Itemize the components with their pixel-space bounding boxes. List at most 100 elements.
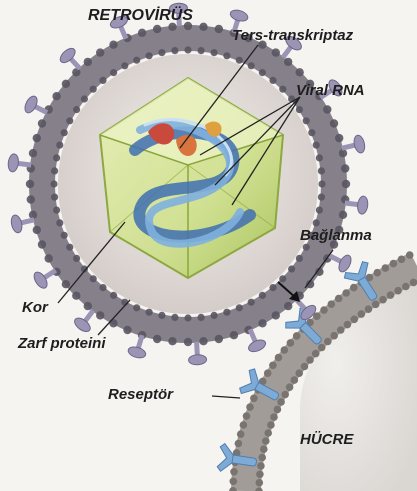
lipid-head: [153, 25, 161, 33]
cell-lipid-head: [246, 403, 254, 411]
lipid-head: [303, 244, 310, 251]
lipid-head: [215, 25, 223, 33]
lipid-head: [269, 77, 276, 84]
spike-head: [188, 354, 207, 365]
label-viral-rna: Viral RNA: [296, 83, 365, 98]
lipid-head: [72, 68, 80, 76]
cell-lipid-head: [287, 339, 295, 347]
cell-lipid-head: [330, 332, 338, 340]
lipid-head: [168, 337, 176, 345]
lipid-head: [61, 129, 68, 136]
lipid-head: [211, 49, 218, 56]
lipid-head: [296, 106, 303, 113]
lipid-head: [313, 219, 320, 226]
spike-head: [229, 8, 249, 23]
lipid-head: [96, 311, 104, 319]
lipid-head: [316, 154, 323, 161]
cell-lipid-head: [281, 346, 289, 354]
lipid-head: [284, 302, 292, 310]
cell-lipid-head: [387, 291, 395, 299]
pointer-receptor: [212, 396, 240, 398]
lipid-head: [29, 149, 37, 157]
title-retrovirus: RETROVİRÜS: [88, 8, 193, 24]
spike-head: [247, 338, 267, 354]
lipid-head: [308, 129, 315, 136]
lipid-head: [73, 255, 80, 262]
cell-lipid-head: [235, 440, 243, 448]
lipid-head: [62, 80, 70, 88]
cell-lipid-head: [390, 260, 398, 268]
lipid-head: [296, 255, 303, 262]
cell-lipid-head: [269, 362, 277, 370]
lipid-head: [27, 195, 35, 203]
lipid-head: [53, 154, 60, 161]
lipid-head: [230, 331, 238, 339]
cell-lipid-head: [318, 344, 326, 352]
lipid-head: [248, 62, 255, 69]
lipid-head: [138, 29, 146, 37]
spike-head: [127, 345, 147, 360]
spike-head: [336, 253, 353, 274]
label-receptor: Reseptör: [108, 387, 173, 402]
lipid-head: [236, 304, 243, 311]
lipid-head: [90, 86, 97, 93]
lipid-head: [61, 232, 68, 239]
lipid-head: [51, 194, 58, 201]
lipid-head: [198, 47, 205, 54]
lipid-head: [110, 69, 117, 76]
lipid-head: [316, 207, 323, 214]
cell-lipid-head: [264, 369, 272, 377]
cell-lipid-head: [240, 421, 248, 429]
cell-lipid-head: [295, 369, 303, 377]
lipid-head: [38, 119, 46, 127]
lipid-head: [236, 57, 243, 64]
lipid-head: [158, 49, 165, 56]
lipid-head: [279, 86, 286, 93]
lipid-head: [296, 68, 304, 76]
lipid-head: [72, 292, 80, 300]
lipid-head: [50, 180, 57, 187]
lipid-head: [133, 304, 140, 311]
lipid-head: [342, 180, 350, 188]
lipid-head: [123, 326, 131, 334]
lipid-head: [199, 337, 207, 345]
spike-head: [7, 153, 19, 172]
cell-lipid-head: [250, 395, 258, 403]
cell-lipid-head: [402, 283, 410, 291]
spike-head: [23, 94, 40, 115]
lipid-head: [330, 119, 338, 127]
lipid-head: [84, 302, 92, 310]
lipid-head: [318, 180, 325, 187]
lipid-head: [318, 167, 325, 174]
lipid-head: [215, 335, 223, 343]
cell-lipid-head: [255, 479, 263, 487]
lipid-head: [272, 48, 280, 56]
receptor-head: [217, 443, 235, 473]
cell-lipid-head: [270, 413, 278, 421]
lipid-head: [341, 164, 349, 172]
cell-lipid-head: [262, 437, 270, 445]
lipid-head: [171, 47, 178, 54]
cell-lipid-head: [293, 332, 301, 340]
cell-lipid-head: [256, 471, 264, 479]
cell-lipid-head: [328, 300, 336, 308]
lipid-head: [313, 142, 320, 149]
lipid-head: [146, 309, 153, 316]
cell-lipid-head: [277, 398, 285, 406]
label-cell: HÜCRE: [300, 432, 353, 447]
label-core: Kor: [22, 300, 48, 315]
lipid-head: [303, 117, 310, 124]
lipid-head: [279, 275, 286, 282]
lipid-head: [259, 69, 266, 76]
cell-lipid-head: [291, 376, 299, 384]
cell-lipid-head: [382, 264, 390, 272]
lipid-head: [66, 244, 73, 251]
cell-lipid-head: [312, 350, 320, 358]
lipid-head: [184, 338, 192, 346]
cell-lipid-head: [257, 462, 265, 470]
lipid-head: [81, 95, 88, 102]
lipid-head: [323, 105, 331, 113]
cell-lipid-head: [267, 421, 275, 429]
lipid-head: [184, 46, 191, 53]
lipid-head: [84, 58, 92, 66]
